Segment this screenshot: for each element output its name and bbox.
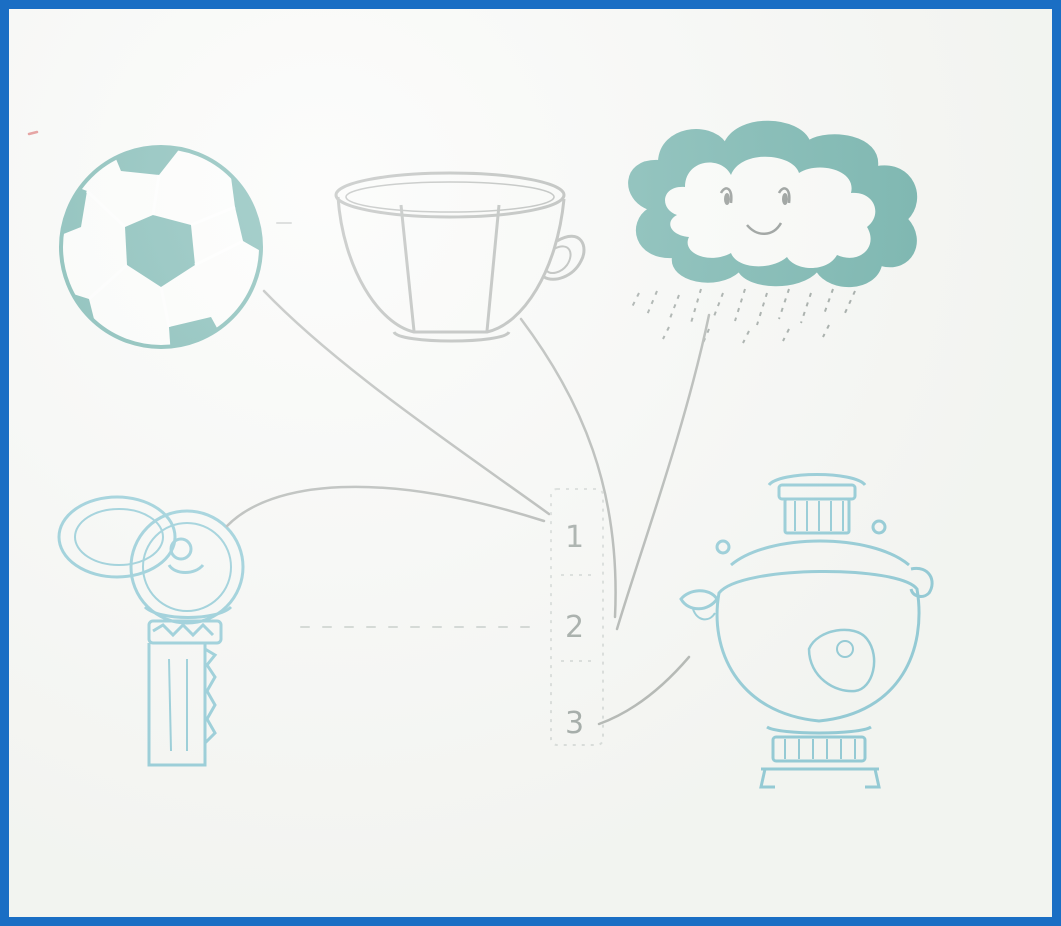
samovar-icon (681, 475, 932, 788)
cloud-to-2-line (617, 315, 709, 629)
rain-cloud-icon (629, 122, 916, 343)
cup-icon (336, 173, 584, 341)
number-one: 1 (565, 520, 584, 555)
samovar-to-3-line (599, 657, 689, 724)
cup-to-2-line (521, 319, 616, 617)
soccer-ball-icon (51, 147, 271, 357)
worksheet-canvas: 1 2 3 (9, 9, 1052, 917)
number-two: 2 (565, 610, 584, 645)
key-to-1-line (227, 487, 544, 526)
number-three: 3 (565, 706, 584, 741)
key-icon (59, 497, 243, 765)
